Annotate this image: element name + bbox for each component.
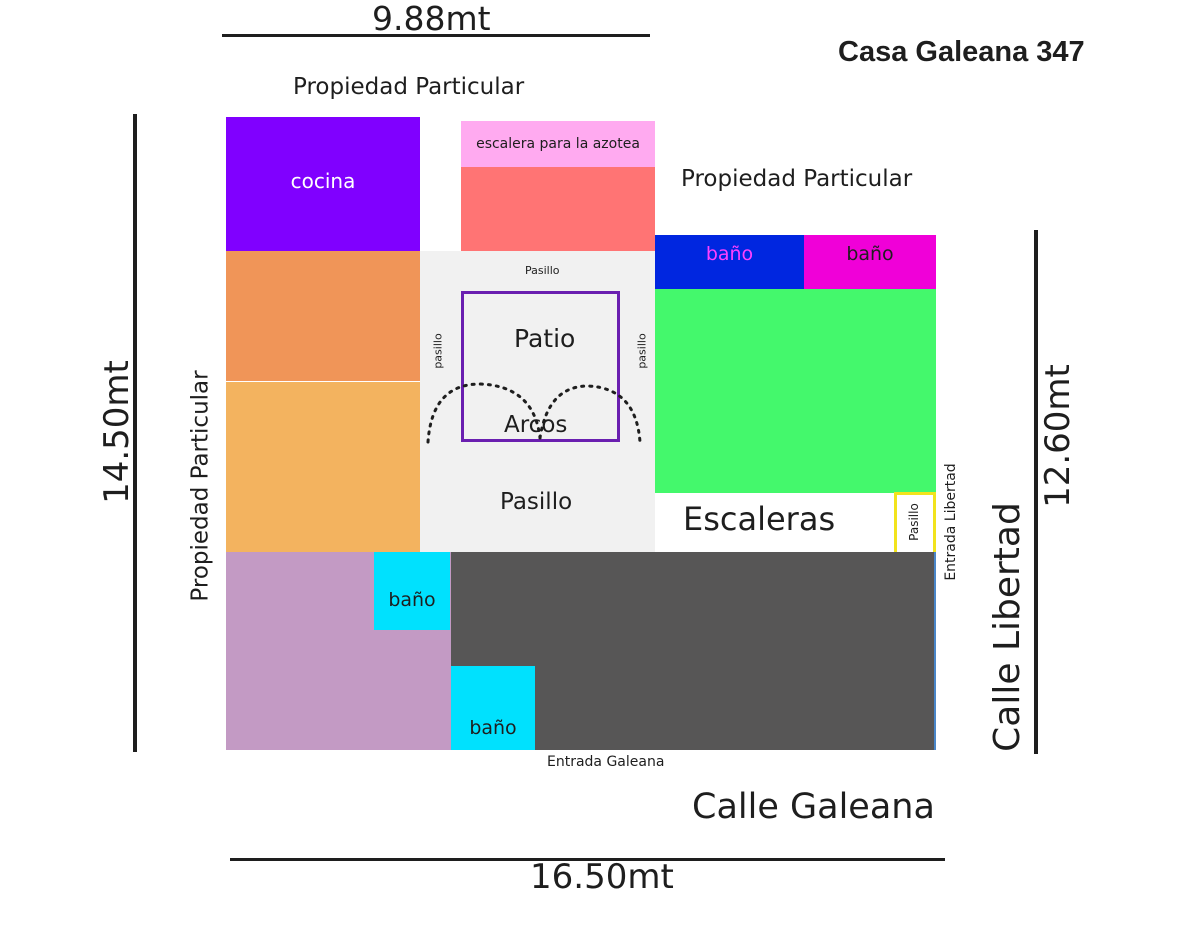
room-cocina: cocina: [226, 117, 420, 251]
right-dimension-line: [1034, 230, 1038, 754]
room-bano-magenta-label: baño: [846, 243, 894, 265]
room-green: [655, 289, 936, 493]
entrance-galeana-label: Entrada Galeana: [547, 754, 665, 770]
room-cocina-label: cocina: [290, 169, 356, 193]
neighbor-top-right-label: Propiedad Particular: [681, 166, 913, 192]
room-light-orange: [226, 382, 420, 552]
pasillo-main-label: Pasillo: [500, 489, 573, 515]
patio-label: Patio: [514, 324, 576, 353]
page-title: Casa Galeana 347: [838, 36, 1085, 68]
room-escaleras: [655, 493, 936, 552]
room-escalera-azotea: escalera para la azotea: [461, 121, 655, 167]
room-bano-cyan-bottom: baño: [451, 666, 535, 750]
room-bano-cyan-bottom-label: baño: [469, 716, 517, 739]
top-width-label: 9.88mt: [372, 0, 491, 38]
room-bano-magenta: baño: [804, 235, 936, 289]
street-bottom-label: Calle Galeana: [692, 787, 935, 827]
patio-area: [420, 251, 655, 552]
bottom-width-label: 16.50mt: [530, 857, 674, 897]
arcos-label: Arcos: [504, 412, 568, 438]
room-bano-blue: baño: [655, 235, 804, 289]
arch-left: [426, 382, 542, 444]
room-bano-cyan-left: baño: [374, 552, 450, 630]
room-escalera-azotea-label: escalera para la azotea: [476, 136, 640, 152]
left-dimension-line: [133, 114, 137, 752]
patio-square: [461, 291, 620, 442]
room-bano-cyan-left-label: baño: [388, 588, 436, 611]
top-dimension-line: [222, 34, 650, 37]
pasillo-top-label: Pasillo: [525, 264, 560, 277]
arch-right: [538, 384, 642, 444]
bottom-dimension-line: [230, 858, 945, 861]
room-escaleras-label: Escaleras: [683, 500, 836, 538]
room-orange: [226, 251, 420, 381]
neighbor-top-left-label: Propiedad Particular: [293, 74, 525, 100]
room-salmon: [461, 167, 655, 251]
room-bano-blue-label: baño: [705, 243, 754, 265]
